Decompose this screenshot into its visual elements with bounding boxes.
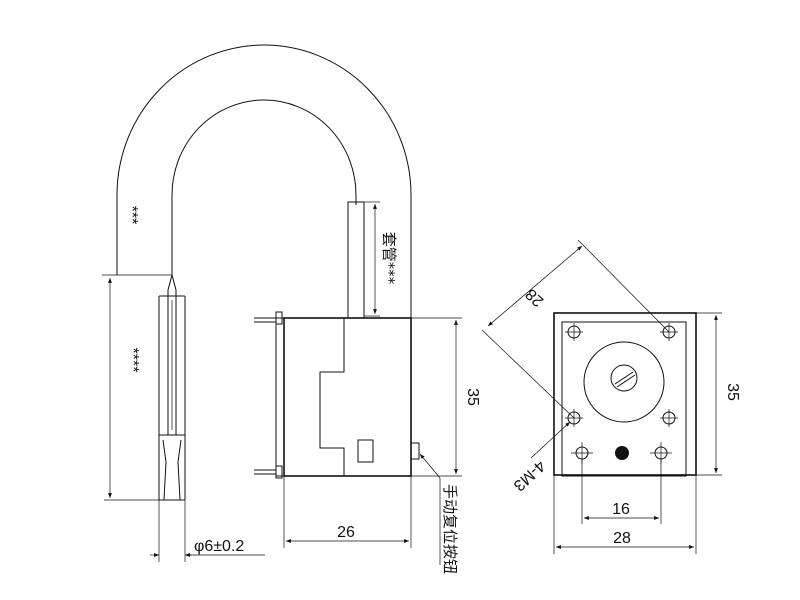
probe-length-label: ****	[124, 348, 141, 373]
probe-diameter-label: φ6±0.2	[194, 538, 244, 555]
hole-spacing-diagonal-label: 28	[523, 285, 548, 310]
capillary-tube	[116, 44, 412, 318]
plate-height-dimension: 35	[696, 312, 741, 476]
mount-thread-callout: 4-M3	[510, 421, 571, 494]
mounting-holes	[565, 323, 678, 464]
reset-button-callout: 手动复位按钮	[419, 453, 459, 574]
thermostat-body-front	[254, 311, 420, 479]
body-height-label: 35	[464, 388, 481, 406]
mount-thread-label: 4-M3	[510, 457, 548, 494]
plate-width-dimension: 28	[553, 475, 697, 554]
probe-length-dimension: ****	[104, 278, 159, 501]
sleeve-length-label: 套管***	[380, 232, 398, 285]
sleeve	[347, 201, 365, 319]
plate-width-label: 28	[613, 530, 631, 547]
probe-diameter-dimension: φ6±0.2	[150, 500, 265, 562]
sleeve-length-dimension: 套管***	[364, 201, 398, 317]
capillary-length-label: ***	[123, 206, 140, 225]
plate-height-label: 35	[724, 383, 741, 401]
body-width-label: 26	[337, 524, 355, 541]
terminal-spacing-label: 16	[612, 501, 630, 518]
mount-hole	[565, 323, 583, 341]
body-width-dimension: 26	[283, 476, 412, 548]
hole-spacing-diagonal-dimension: 28	[481, 239, 670, 419]
capillary-length-dimension: ***	[102, 206, 172, 276]
mount-hole	[660, 409, 678, 427]
reset-button-label: 手动复位按钮	[441, 484, 459, 574]
body-height-dimension: 35	[411, 317, 481, 477]
mounting-plate-side-view	[553, 312, 697, 477]
terminal-spacing-dimension: 16	[581, 460, 662, 524]
sensing-probe	[158, 274, 186, 501]
